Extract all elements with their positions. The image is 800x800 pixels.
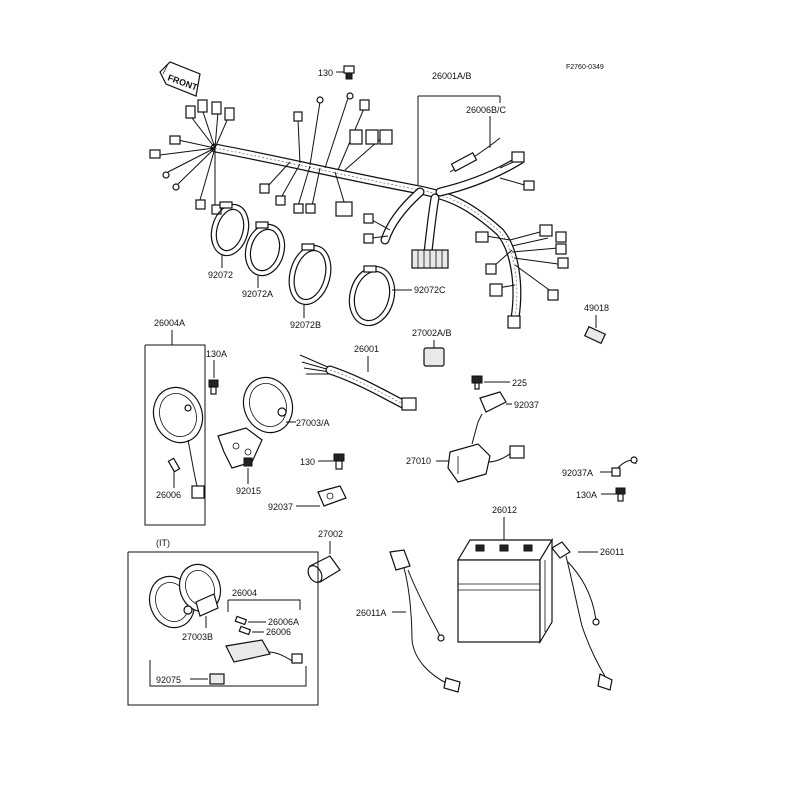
svg-text:92037A: 92037A [562, 468, 593, 478]
figure-code: F2760-0349 [566, 64, 604, 71]
svg-text:27003/A: 27003/A [296, 418, 330, 428]
screw-225-clamp-92037: 225 92037 [471, 375, 539, 413]
battery-cable-26011: 26011 [551, 541, 624, 691]
clamp-band-92072a: 92072A [242, 221, 286, 299]
svg-text:27003B: 27003B [182, 632, 213, 642]
bolt-130-top: 130 [318, 65, 355, 80]
clamp-band-92072: 92072 [208, 201, 250, 280]
svg-text:26011A: 26011A [356, 608, 386, 618]
clamp-band-92072c: 92072C [348, 265, 446, 327]
bolt-130a-right: 130A [576, 487, 626, 502]
svg-text:26004A: 26004A [154, 318, 185, 328]
svg-text:26006A: 26006A [268, 617, 299, 627]
clamp-band-92072b: 92072B [288, 243, 332, 330]
it-horn-group: (IT) 27003B 26004 26006A 26006 92075 [127, 538, 319, 706]
svg-text:130: 130 [318, 68, 333, 78]
svg-text:225: 225 [512, 378, 527, 388]
svg-text:26004: 26004 [232, 588, 257, 598]
svg-text:130A: 130A [206, 349, 227, 359]
svg-text:27002A/B: 27002A/B [412, 328, 452, 338]
bolt-130-mid: 130 [300, 453, 345, 470]
svg-text:26001: 26001 [354, 344, 379, 354]
battery-cable-26011a: 26011A [356, 549, 461, 693]
svg-text:92072A: 92072A [242, 289, 273, 299]
main-wiring-harness [149, 92, 569, 329]
svg-text:26006: 26006 [156, 490, 181, 500]
svg-text:92072C: 92072C [414, 285, 446, 295]
clamp-92037a: 92037A [562, 456, 638, 478]
svg-text:92075: 92075 [156, 675, 181, 685]
svg-text:26006: 26006 [266, 627, 291, 637]
svg-text:130: 130 [300, 457, 315, 467]
svg-text:92037: 92037 [268, 502, 293, 512]
svg-text:(IT): (IT) [156, 538, 170, 548]
part-49018: 49018 [583, 303, 609, 345]
svg-text:27010: 27010 [406, 456, 431, 466]
leader-26001ab: 26001A/B 26006B/C [417, 71, 507, 185]
svg-text:26011: 26011 [600, 547, 624, 557]
svg-text:92072: 92072 [208, 270, 233, 280]
svg-text:27002: 27002 [318, 529, 343, 539]
clamp-92037-mid: 92037 [268, 485, 347, 512]
relay-27002ab: 27002A/B [412, 328, 452, 367]
svg-text:92015: 92015 [236, 486, 261, 496]
unit-27010: 27010 [406, 413, 525, 483]
relay-27002: 27002 [307, 529, 343, 583]
svg-text:92037: 92037 [514, 400, 539, 410]
label-26001ab: 26001A/B [432, 71, 472, 81]
sub-harness-26001: 26001 [299, 344, 417, 411]
label-26006bc: 26006B/C [466, 105, 507, 115]
svg-text:26012: 26012 [492, 505, 517, 515]
svg-text:92072B: 92072B [290, 320, 321, 330]
svg-text:49018: 49018 [584, 303, 609, 313]
front-arrow: FRONT [159, 61, 201, 97]
battery-26012: 26012 [456, 505, 554, 645]
svg-text:130A: 130A [576, 490, 597, 500]
horn-assembly-group: 26004A 26006 130A 27003/A 92015 [144, 318, 330, 526]
